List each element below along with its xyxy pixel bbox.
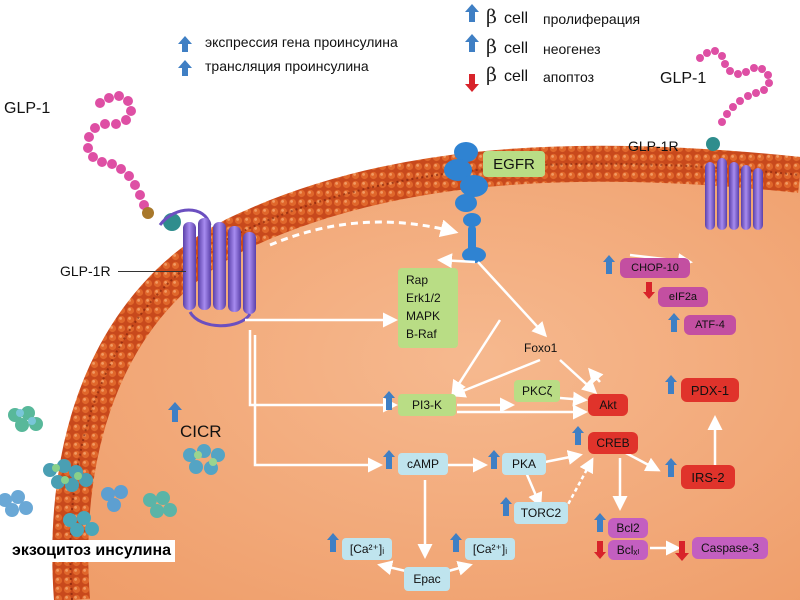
beta-cell-2: cell: [504, 40, 529, 57]
chop10-box: CHOP-10: [620, 258, 690, 278]
insulin-granules: [0, 406, 225, 537]
foxo1-label: Foxo1: [524, 341, 558, 355]
glp1-peptide-left: [83, 91, 149, 210]
irs2-box: IRS-2: [681, 465, 735, 489]
caspase3-box: Caspase-3: [692, 537, 768, 559]
ca-right-box: [Ca²⁺]ᵢ: [465, 538, 515, 560]
beta-cell-3: cell: [504, 68, 529, 85]
egfr-label: EGFR: [483, 151, 545, 177]
pka-box: PKA: [502, 453, 546, 475]
glp1-left-label: GLP-1: [4, 100, 51, 117]
pi3k-box: PI3-K: [398, 394, 456, 416]
bcl2-box: Bcl2: [608, 518, 648, 538]
torc2-box: TORC2: [514, 502, 568, 524]
erk-label: Erk1/2: [406, 291, 441, 305]
glp1r-receptor-left: [158, 208, 256, 328]
mapk-label: MAPK: [406, 309, 441, 323]
legend-proinsulin-expression: экспрессия гена проинсулина: [205, 34, 398, 50]
atf4-box: ATF-4: [684, 315, 736, 335]
beta-symbol-3: β: [486, 64, 497, 86]
pathway-arrows: [245, 253, 723, 576]
legend-apoptosis: апоптоз: [543, 69, 595, 85]
cicr-label: CICR: [180, 422, 222, 441]
glp1r-right-label: GLP-1R: [628, 138, 679, 154]
beta-cell-1: cell: [504, 10, 529, 27]
legend-proliferation: пролиферация: [543, 11, 641, 27]
glp1r-left-label: GLP-1R: [60, 263, 111, 279]
membrane-inner-line: [69, 162, 800, 600]
down-arrows: [465, 74, 689, 561]
rap-label: Rap: [406, 273, 429, 287]
epac-box: Epac: [404, 567, 450, 591]
legend-proinsulin-translation: трансляция проинсулина: [205, 58, 369, 74]
bclxl-box: Bclₓₗ: [608, 540, 648, 560]
glp1r-receptor-right: [705, 158, 763, 230]
beta-symbol-1: β: [486, 6, 497, 28]
camp-box: cAMP: [398, 453, 448, 475]
braf-label: B-Raf: [406, 327, 437, 341]
insulin-exocytosis-label: экзоцитоз инсулина: [8, 540, 176, 562]
akt-box: Akt: [588, 394, 628, 416]
glp1-right-label: GLP-1: [660, 70, 707, 87]
glp1-linker-left: [142, 207, 154, 219]
eif2a-box: eIF2a: [658, 287, 708, 307]
glp1r-left-pointer: [118, 271, 186, 272]
creb-box: CREB: [588, 432, 638, 454]
egfr-receptor: [444, 142, 488, 263]
mapk-pathway-box: Rap Erk1/2 MAPK B-Raf: [398, 268, 458, 348]
pkcz-box: PKCζ: [514, 380, 560, 402]
pdx1-box: PDX-1: [681, 378, 739, 402]
glp1-peptide-right: [696, 47, 773, 126]
beta-symbol-2: β: [486, 36, 497, 58]
glp1-domain-right: [706, 137, 720, 151]
legend-neogenesis: неогенез: [543, 41, 601, 57]
up-arrows: [168, 4, 680, 552]
ca-left-box: [Ca²⁺]ᵢ: [342, 538, 392, 560]
